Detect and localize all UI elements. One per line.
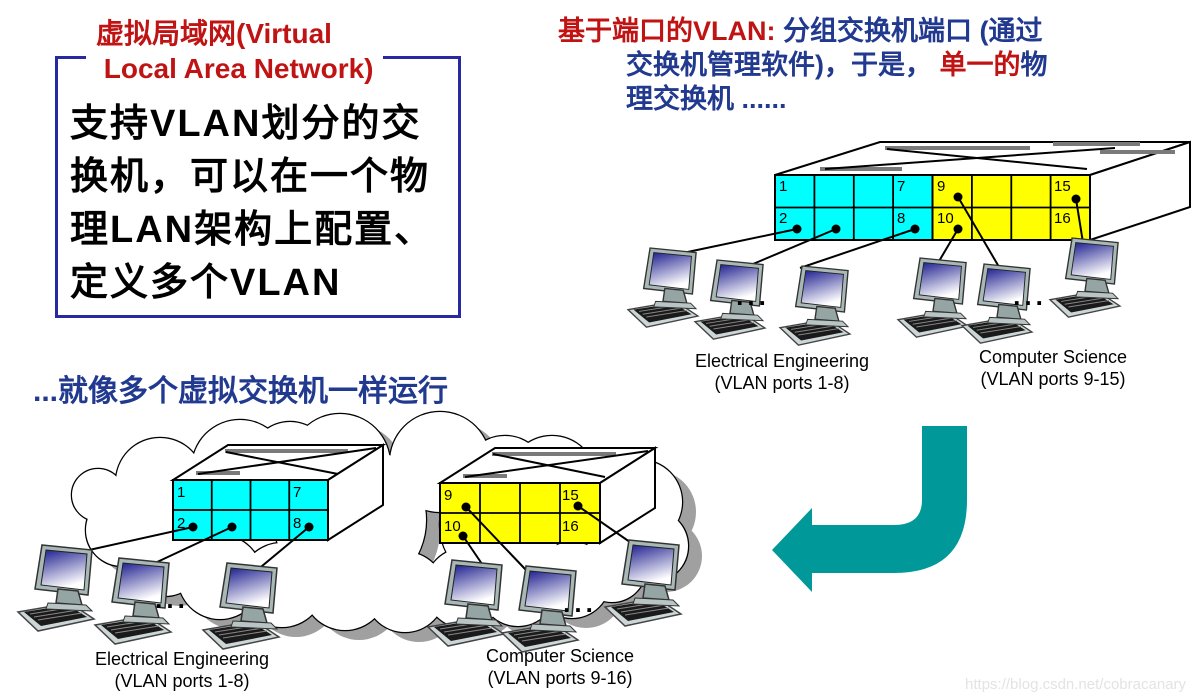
port-number: 1 [779, 178, 787, 195]
computer-icon [627, 247, 699, 328]
watermark: https://blog.csdn.net/cobracanary [965, 676, 1186, 693]
definition-text: 支持VLAN划分的交 换机，可以在一个物 理LAN架构上配置、 定义多个VLAN [70, 103, 435, 304]
port-grid-lines [775, 175, 1090, 240]
port-number: 2 [177, 515, 185, 532]
computer-icon [17, 544, 95, 632]
port-number: 16 [1054, 210, 1071, 227]
computer-icon [779, 265, 851, 346]
port-number: 7 [293, 484, 301, 501]
group-label-cs-bottom: Computer Science (VLAN ports 9-16) [430, 645, 690, 689]
port-number: 10 [444, 518, 461, 535]
group-label-ee-top: Electrical Engineering (VLAN ports 1-8) [652, 350, 912, 394]
switch-fabric-cross [197, 447, 377, 475]
computer-icon [1049, 237, 1121, 318]
group-name: Electrical Engineering [694, 351, 870, 371]
port-numbers: 1 7 9 15 2 8 10 16 [779, 178, 1071, 227]
port-number: 7 [897, 178, 905, 195]
physical-switch: 1 7 9 15 2 8 10 16 [627, 140, 1191, 346]
port-number: 1 [177, 484, 185, 501]
computer-icon [897, 257, 969, 338]
elbow-arrow [772, 426, 967, 592]
ellipsis-more-hosts: ... [1013, 281, 1047, 311]
virtual-switch-right: 9 15 10 16 [436, 446, 659, 545]
virtual-switch-note: ...就像多个虚拟交换机一样运行 [33, 375, 449, 408]
group-name: Computer Science [978, 347, 1128, 367]
group-label-ee-bottom: Electrical Engineering (VLAN ports 1-8) [52, 648, 312, 692]
port-number: 15 [562, 487, 579, 504]
port-number: 9 [937, 178, 945, 195]
group-ports: (VLAN ports 9-15) [980, 369, 1126, 389]
port-number: 16 [562, 518, 579, 535]
switch-fabric-cross [464, 450, 649, 478]
port-grid-lines [173, 480, 328, 540]
port-grid-lines [440, 483, 600, 543]
group-label-cs-top: Computer Science (VLAN ports 9-15) [923, 346, 1183, 390]
switch-fabric-cross [824, 147, 1116, 170]
ellipsis-more-hosts: ... [563, 588, 597, 618]
port-number: 8 [293, 515, 301, 532]
port-number: 10 [937, 210, 954, 227]
group-name: Computer Science [485, 646, 635, 666]
port-number: 15 [1054, 178, 1071, 195]
group-ports: (VLAN ports 1-8) [714, 373, 850, 393]
virtual-switch-left: 1 7 2 8 [169, 443, 387, 542]
port-number: 2 [779, 210, 787, 227]
port-number: 9 [444, 487, 452, 504]
ellipsis-more-hosts: ... [155, 584, 189, 614]
ellipsis-more-hosts: ... [736, 281, 770, 311]
virtual-switch-cloud: 1 7 2 8 [17, 410, 702, 653]
group-ports: (VLAN ports 1-8) [114, 671, 250, 691]
port-vlan-note: 基于端口的VLAN: 分组交换机端口 (通过 交换机管理软件)，于是， 单一的物… [558, 16, 1048, 114]
port-number: 8 [897, 210, 905, 227]
group-name: Electrical Engineering [94, 649, 270, 669]
group-ports: (VLAN ports 9-16) [487, 668, 633, 688]
slide-title: 虚拟局域网(Virtual Local Area Network) [86, 16, 384, 86]
